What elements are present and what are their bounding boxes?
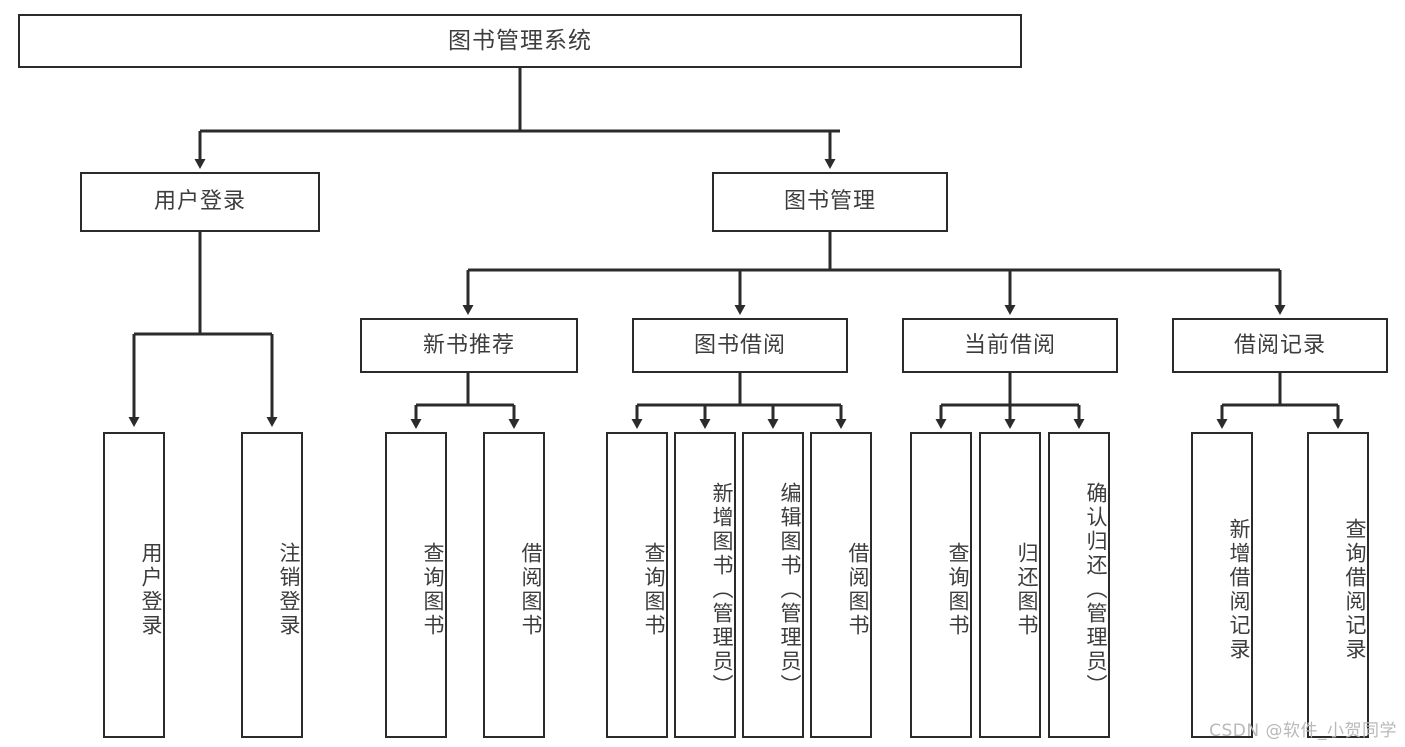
leaf-recommend-query-book[interactable]: 查询图书 <box>385 432 447 738</box>
node-label: 当前借阅 <box>963 332 1056 358</box>
leaf-borrow-add-book-admin[interactable]: 新增图书（管理员） <box>674 432 736 738</box>
node-book-borrow[interactable]: 图书借阅 <box>632 318 848 373</box>
node-label: 借阅图书 <box>846 542 870 638</box>
node-label: 注销登录 <box>277 542 301 638</box>
node-label: 归还图书 <box>1015 542 1039 638</box>
node-label: 图书管理 <box>783 189 876 215</box>
node-label: 新书推荐 <box>422 332 515 358</box>
node-label: 查询图书 <box>642 542 666 638</box>
node-label: 确认归还（管理员） <box>1084 482 1108 698</box>
node-label: 图书借阅 <box>693 332 786 358</box>
node-label: 新增借阅记录 <box>1227 518 1251 662</box>
node-label: 查询图书 <box>946 542 970 638</box>
node-label: 用户登录 <box>139 542 163 638</box>
node-label: 图书管理系统 <box>448 27 592 54</box>
leaf-user-login-login[interactable]: 用户登录 <box>103 432 165 738</box>
leaf-current-query-book[interactable]: 查询图书 <box>910 432 972 738</box>
leaf-record-query-record[interactable]: 查询借阅记录 <box>1307 432 1369 738</box>
node-user-login[interactable]: 用户登录 <box>80 172 320 232</box>
node-borrow-record[interactable]: 借阅记录 <box>1172 318 1388 373</box>
leaf-borrow-query-book[interactable]: 查询图书 <box>606 432 668 738</box>
node-label: 用户登录 <box>153 189 246 215</box>
node-label: 借阅记录 <box>1233 332 1326 358</box>
leaf-borrow-borrow-book[interactable]: 借阅图书 <box>810 432 872 738</box>
node-label: 查询借阅记录 <box>1343 518 1367 662</box>
leaf-record-add-record[interactable]: 新增借阅记录 <box>1191 432 1253 738</box>
node-book-management[interactable]: 图书管理 <box>712 172 948 232</box>
leaf-current-return-book[interactable]: 归还图书 <box>979 432 1041 738</box>
node-label: 查询图书 <box>421 542 445 638</box>
csdn-watermark: CSDN @软件_小贺同学 <box>1209 721 1397 741</box>
node-label: 编辑图书（管理员） <box>778 482 802 698</box>
node-new-book-recommend[interactable]: 新书推荐 <box>360 318 578 373</box>
leaf-recommend-borrow-book[interactable]: 借阅图书 <box>483 432 545 738</box>
node-root-system[interactable]: 图书管理系统 <box>18 14 1022 68</box>
leaf-user-login-logout[interactable]: 注销登录 <box>241 432 303 738</box>
leaf-borrow-edit-book-admin[interactable]: 编辑图书（管理员） <box>742 432 804 738</box>
node-label: 新增图书（管理员） <box>710 482 734 698</box>
node-current-borrow[interactable]: 当前借阅 <box>902 318 1118 373</box>
node-label: 借阅图书 <box>519 542 543 638</box>
leaf-current-confirm-return-admin[interactable]: 确认归还（管理员） <box>1048 432 1110 738</box>
